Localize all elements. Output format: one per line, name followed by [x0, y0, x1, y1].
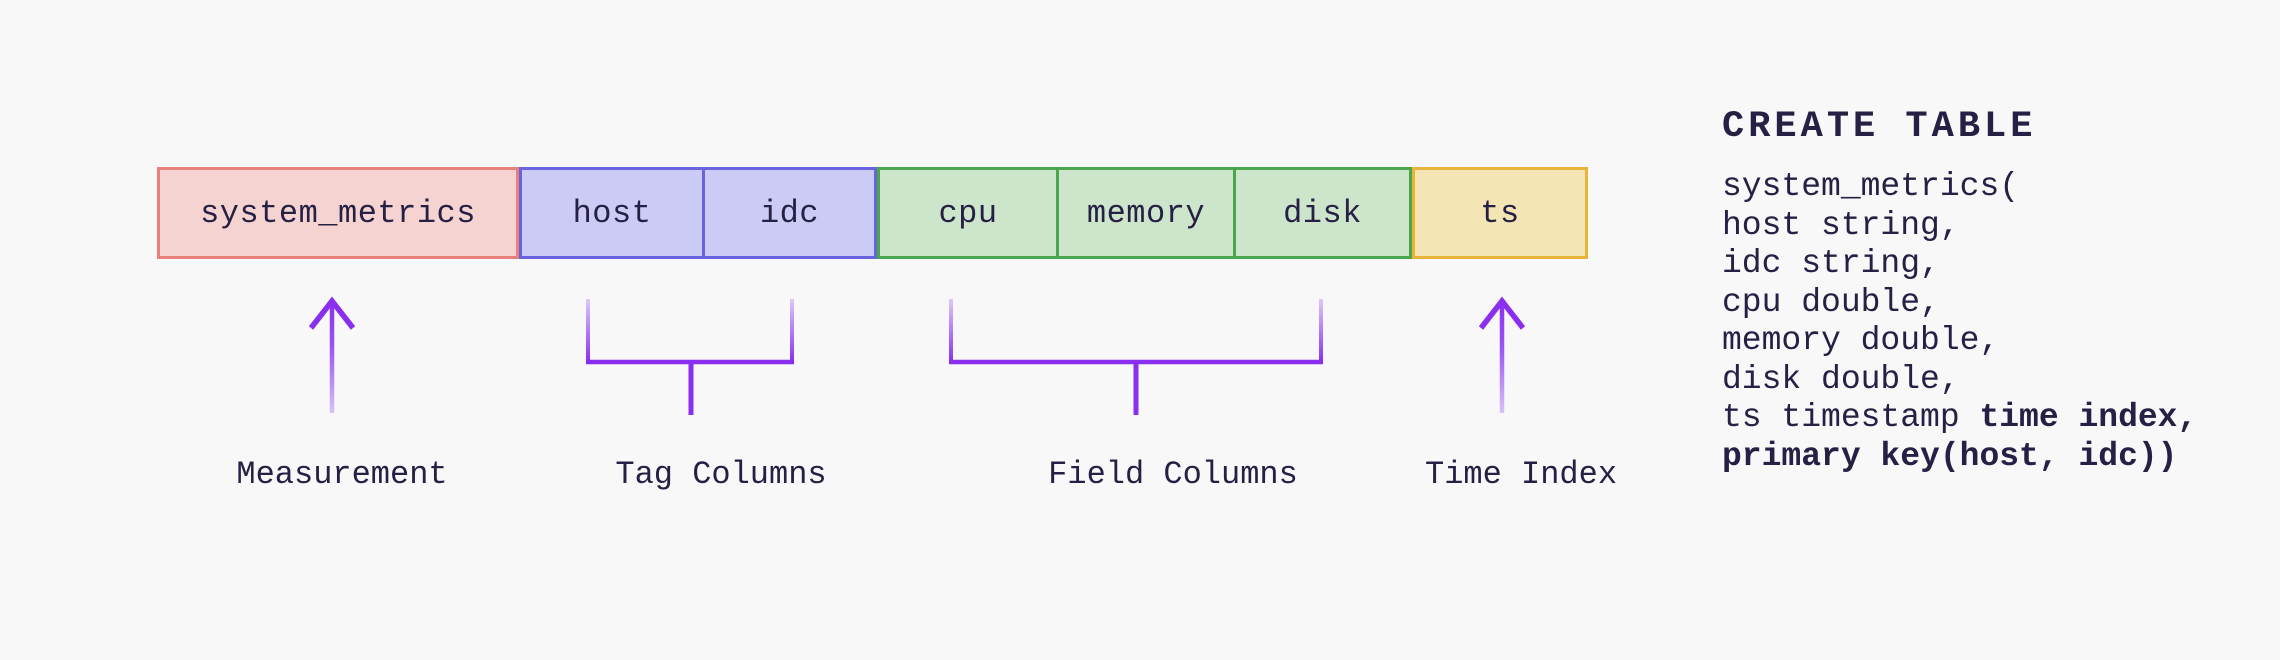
- time-index-up-arrow-icon: [1478, 296, 1526, 413]
- sql-ts-normal: ts timestamp: [1722, 399, 1980, 436]
- field-columns-label: Field Columns: [1048, 456, 1298, 493]
- sql-line-ts: ts timestamp time index,: [1722, 399, 2197, 438]
- create-table-code: CREATE TABLE system_metrics( host string…: [1722, 104, 2197, 476]
- time-index-cell-ts: ts: [1480, 194, 1520, 232]
- field-column-cell-memory: memory: [1056, 170, 1233, 256]
- measurement-box-label: system_metrics: [200, 194, 476, 232]
- create-table-body: system_metrics( host string, idc string,…: [1722, 168, 2197, 476]
- tag-column-cell-host: host: [572, 194, 652, 232]
- time-index-box: ts: [1412, 167, 1588, 259]
- tag-columns-label: Tag Columns: [615, 456, 827, 493]
- field-columns-box: cpu memory disk: [877, 167, 1412, 259]
- measurement-up-arrow-icon: [308, 296, 356, 413]
- sql-ts-time-index-bold: time index,: [1979, 399, 2198, 436]
- sql-line-table-name: system_metrics(: [1722, 168, 2020, 205]
- sql-line-cpu: cpu double,: [1722, 283, 1940, 321]
- field-column-cell-disk: disk: [1233, 170, 1409, 256]
- measurement-box: system_metrics: [157, 167, 519, 259]
- sql-line-idc: idc string,: [1722, 245, 1940, 282]
- field-columns-bracket-icon: [949, 299, 1323, 415]
- sql-primary-key-bold: primary key(host, idc)): [1722, 437, 2178, 475]
- sql-line-memory: memory double,: [1722, 322, 2000, 359]
- sql-line-host: host string,: [1722, 206, 1960, 244]
- create-table-header: CREATE TABLE: [1722, 106, 2037, 148]
- field-column-cell-cpu: cpu: [938, 194, 998, 232]
- sql-line-disk: disk double,: [1722, 360, 1960, 398]
- measurement-label: Measurement: [236, 456, 448, 493]
- tag-columns-bracket-icon: [586, 299, 794, 415]
- tag-column-cell-idc: idc: [702, 170, 874, 256]
- tag-columns-box: host idc: [519, 167, 877, 259]
- sql-line-primary-key: primary key(host, idc)): [1722, 438, 2197, 477]
- time-index-label: Time Index: [1424, 456, 1618, 493]
